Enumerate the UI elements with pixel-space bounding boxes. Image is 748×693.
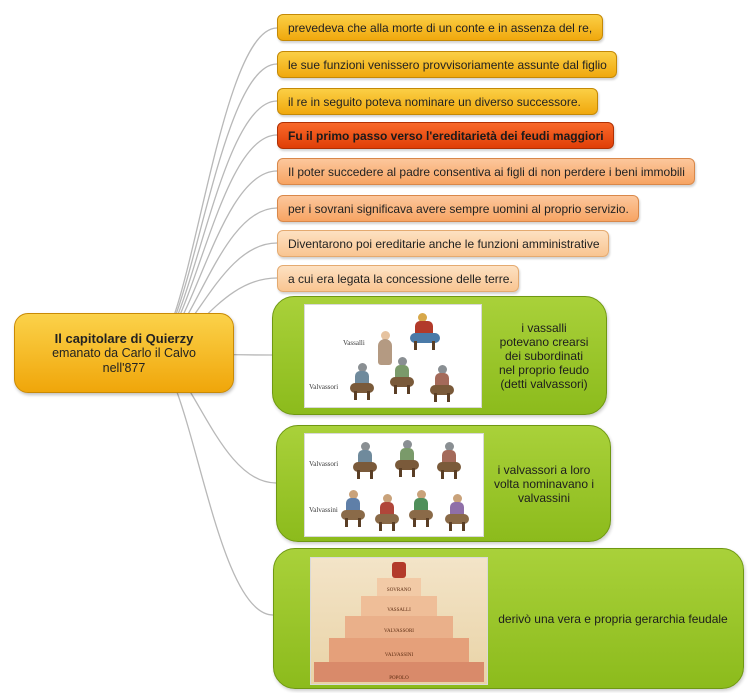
card-text: i valvassori a loro volta nominavano i v… [482, 436, 606, 532]
root-subtitle: emanato da Carlo il Calvo [52, 345, 196, 360]
root-topic[interactable]: Il capitolare di Quierzy emanato da Carl… [14, 313, 234, 393]
topic-node-text: Diventarono poi ereditarie anche le funz… [288, 236, 600, 251]
feudal-pyramid-illustration: SOVRANO VASSALLI VALVASSORI VALVASSINI P… [310, 557, 488, 685]
image-card-gerarchia[interactable]: SOVRANO VASSALLI VALVASSORI VALVASSINI P… [273, 548, 744, 689]
topic-node-text: per i sovrani significava avere sempre u… [288, 201, 629, 216]
vassal-figure [373, 331, 397, 369]
topic-node-2[interactable]: le sue funzioni venissero provvisoriamen… [277, 51, 617, 78]
topic-node-text: Il poter succedere al padre consentiva a… [288, 164, 685, 179]
topic-node-6[interactable]: per i sovrani significava avere sempre u… [277, 195, 639, 222]
topic-node-1[interactable]: prevedeva che alla morte di un conte e i… [277, 14, 603, 41]
king-figure [410, 313, 440, 353]
image-label: SOVRANO [386, 588, 412, 593]
root-title: Il capitolare di Quierzy [54, 330, 194, 346]
valvassore-figure [353, 442, 377, 480]
pyramid-tier [329, 638, 469, 662]
valvassore-figure [437, 442, 461, 480]
image-label: Vassalli [343, 339, 365, 347]
card-line: nel proprio feudo [498, 363, 590, 377]
image-label: Valvassini [309, 506, 338, 514]
topic-node-5[interactable]: Il poter succedere al padre consentiva a… [277, 158, 695, 185]
card-text: derivò una vera e propria gerarchia feud… [486, 559, 740, 679]
pyramid-tier [377, 578, 421, 596]
valvassino-figure [341, 490, 365, 528]
pyramid-tier [314, 662, 484, 682]
image-label: Valvassori [309, 460, 339, 468]
image-label: VALVASSORI [384, 629, 414, 634]
valvassore-figure [395, 440, 419, 478]
vassalli-illustration: Vassalli Valvassori [304, 304, 482, 408]
topic-node-4[interactable]: Fu il primo passo verso l'ereditarietà d… [277, 122, 614, 149]
topic-node-8[interactable]: a cui era legata la concessione delle te… [277, 265, 519, 292]
valvassori-illustration: Valvassori Valvassini [304, 433, 484, 537]
card-line: dei subordinati [504, 349, 584, 363]
valvassore-figure [350, 363, 374, 401]
card-line: valvassini [517, 491, 571, 505]
card-line: potevano crearsi [499, 335, 589, 349]
valvassino-figure [409, 490, 433, 528]
image-label: VALVASSINI [384, 653, 414, 658]
connector-line-1 [149, 27, 278, 354]
topic-node-text: Fu il primo passo verso l'ereditarietà d… [288, 128, 604, 143]
card-line: (detti valvassori) [500, 377, 588, 391]
valvassore-figure [430, 365, 454, 403]
image-card-vassalli[interactable]: Vassalli Valvassori i vassalli potevano … [272, 296, 607, 415]
image-label: POPOLO [389, 676, 409, 681]
valvassore-figure [390, 357, 414, 395]
valvassino-figure [375, 494, 399, 532]
image-label: VASSALLI [387, 608, 411, 613]
topic-node-7[interactable]: Diventarono poi ereditarie anche le funz… [277, 230, 609, 257]
card-line: volta nominavano i [493, 477, 595, 491]
card-line: i valvassori a loro [497, 463, 591, 477]
pyramid-tier [361, 596, 437, 616]
sovrano-figure [392, 562, 406, 578]
topic-node-text: il re in seguito poteva nominare un dive… [288, 94, 581, 109]
topic-node-text: le sue funzioni venissero provvisoriamen… [288, 57, 607, 72]
root-date: nell'877 [102, 360, 146, 375]
image-card-valvassori[interactable]: Valvassori Valvassini [276, 425, 611, 542]
image-label: Valvassori [309, 383, 339, 391]
topic-node-3[interactable]: il re in seguito poteva nominare un dive… [277, 88, 598, 115]
card-text: i vassalli potevano crearsi dei subordin… [486, 307, 602, 405]
connector-line-2 [149, 63, 278, 354]
topic-node-text: a cui era legata la concessione delle te… [288, 271, 513, 286]
valvassino-figure [445, 494, 469, 532]
topic-node-text: prevedeva che alla morte di un conte e i… [288, 20, 593, 35]
card-line: derivò una vera e propria gerarchia feud… [498, 612, 728, 626]
card-line: i vassalli [521, 321, 567, 335]
pyramid-tier [345, 616, 453, 638]
